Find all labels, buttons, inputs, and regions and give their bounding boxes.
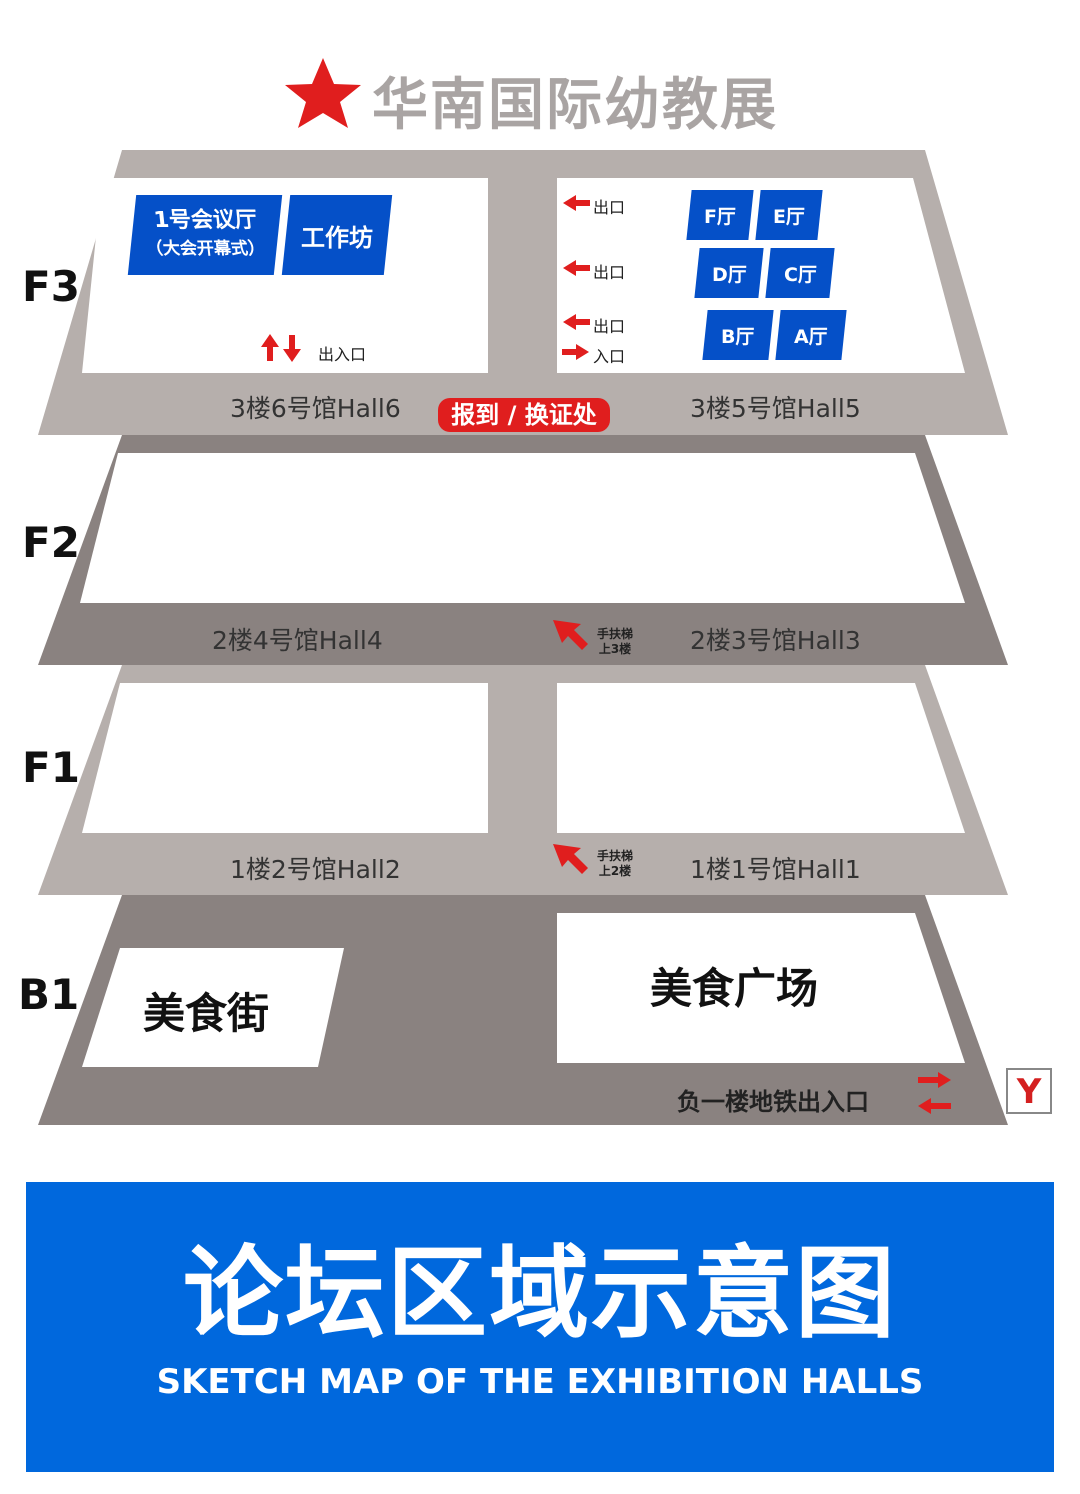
room-a[interactable]: A厅	[775, 310, 847, 360]
hall5-label: 3楼5号馆Hall5	[690, 394, 861, 423]
room-b[interactable]: B厅	[702, 310, 774, 360]
hall2-area	[82, 683, 488, 833]
workshop-room[interactable]: 工作坊	[281, 195, 393, 275]
event-title: 华南国际幼教展	[372, 73, 778, 138]
escalator-destination: 上3楼	[598, 642, 632, 656]
exit-label: 出口	[593, 263, 626, 282]
hall5-area	[557, 178, 965, 373]
entrance-exit-label: 出入口	[318, 345, 367, 364]
title-banner: 论坛区域示意图 SKETCH MAP OF THE EXHIBITION HAL…	[26, 1182, 1054, 1472]
escalator-label: 手扶梯	[597, 849, 634, 863]
room-d[interactable]: D厅	[694, 248, 764, 298]
arrow-down-icon	[283, 335, 301, 362]
floor-label-f2: F2	[22, 518, 80, 567]
floor-label-f3: F3	[22, 262, 80, 311]
escalator-arrow-icon	[553, 620, 588, 650]
meeting-hall-name: 1号会议厅	[151, 208, 258, 233]
room-c[interactable]: C厅	[765, 248, 835, 298]
escalator-arrow-icon	[553, 844, 588, 874]
floor-label-f1: F1	[22, 743, 80, 792]
f2-hall-area	[80, 453, 965, 603]
arrow-icons	[261, 195, 951, 1114]
food-street-label: 美食街	[143, 989, 270, 1038]
room-e[interactable]: E厅	[755, 190, 823, 240]
escalator-to-f2: 手扶梯上2楼	[597, 849, 633, 879]
banner-title: 论坛区域示意图	[183, 1235, 897, 1352]
floor-label-b1: B1	[18, 970, 80, 1019]
arrow-up-icon	[261, 334, 279, 361]
star-icon	[285, 58, 361, 128]
food-plaza-area	[557, 913, 965, 1063]
meeting-hall-note: （大会开幕式）	[144, 239, 266, 259]
exit-label: 出口	[593, 198, 626, 217]
banner-subtitle: SKETCH MAP OF THE EXHIBITION HALLS	[156, 1362, 924, 1402]
exit-label: 出口	[593, 317, 626, 336]
arrow-right-icon	[562, 344, 589, 360]
arrow-left-icon	[918, 1098, 951, 1114]
registration-desk[interactable]: 报到 / 换证处	[438, 398, 610, 432]
arrow-left-icon	[563, 260, 590, 276]
hall3-label: 2楼3号馆Hall3	[690, 626, 861, 655]
hall1-label: 1楼1号馆Hall1	[690, 855, 861, 884]
escalator-label: 手扶梯	[597, 627, 634, 641]
hall6-label: 3楼6号馆Hall6	[230, 394, 401, 423]
metro-logo-icon: Y	[1006, 1068, 1052, 1114]
hall4-label: 2楼4号馆Hall4	[212, 626, 383, 655]
hall1-area	[557, 683, 965, 833]
escalator-destination: 上2楼	[598, 864, 632, 878]
escalator-to-f3: 手扶梯上3楼	[597, 627, 633, 657]
metro-exit-label: 负一楼地铁出入口	[677, 1088, 869, 1116]
room-f[interactable]: F厅	[686, 190, 754, 240]
arrow-left-icon	[563, 195, 590, 211]
food-plaza-label: 美食广场	[650, 964, 819, 1013]
hall2-label: 1楼2号馆Hall2	[230, 855, 401, 884]
arrow-right-icon	[918, 1072, 951, 1088]
arrow-left-icon	[563, 314, 590, 330]
food-street-area	[82, 948, 344, 1067]
entrance-label: 入口	[593, 347, 626, 366]
meeting-hall-1[interactable]: 1号会议厅 （大会开幕式）	[127, 195, 283, 275]
